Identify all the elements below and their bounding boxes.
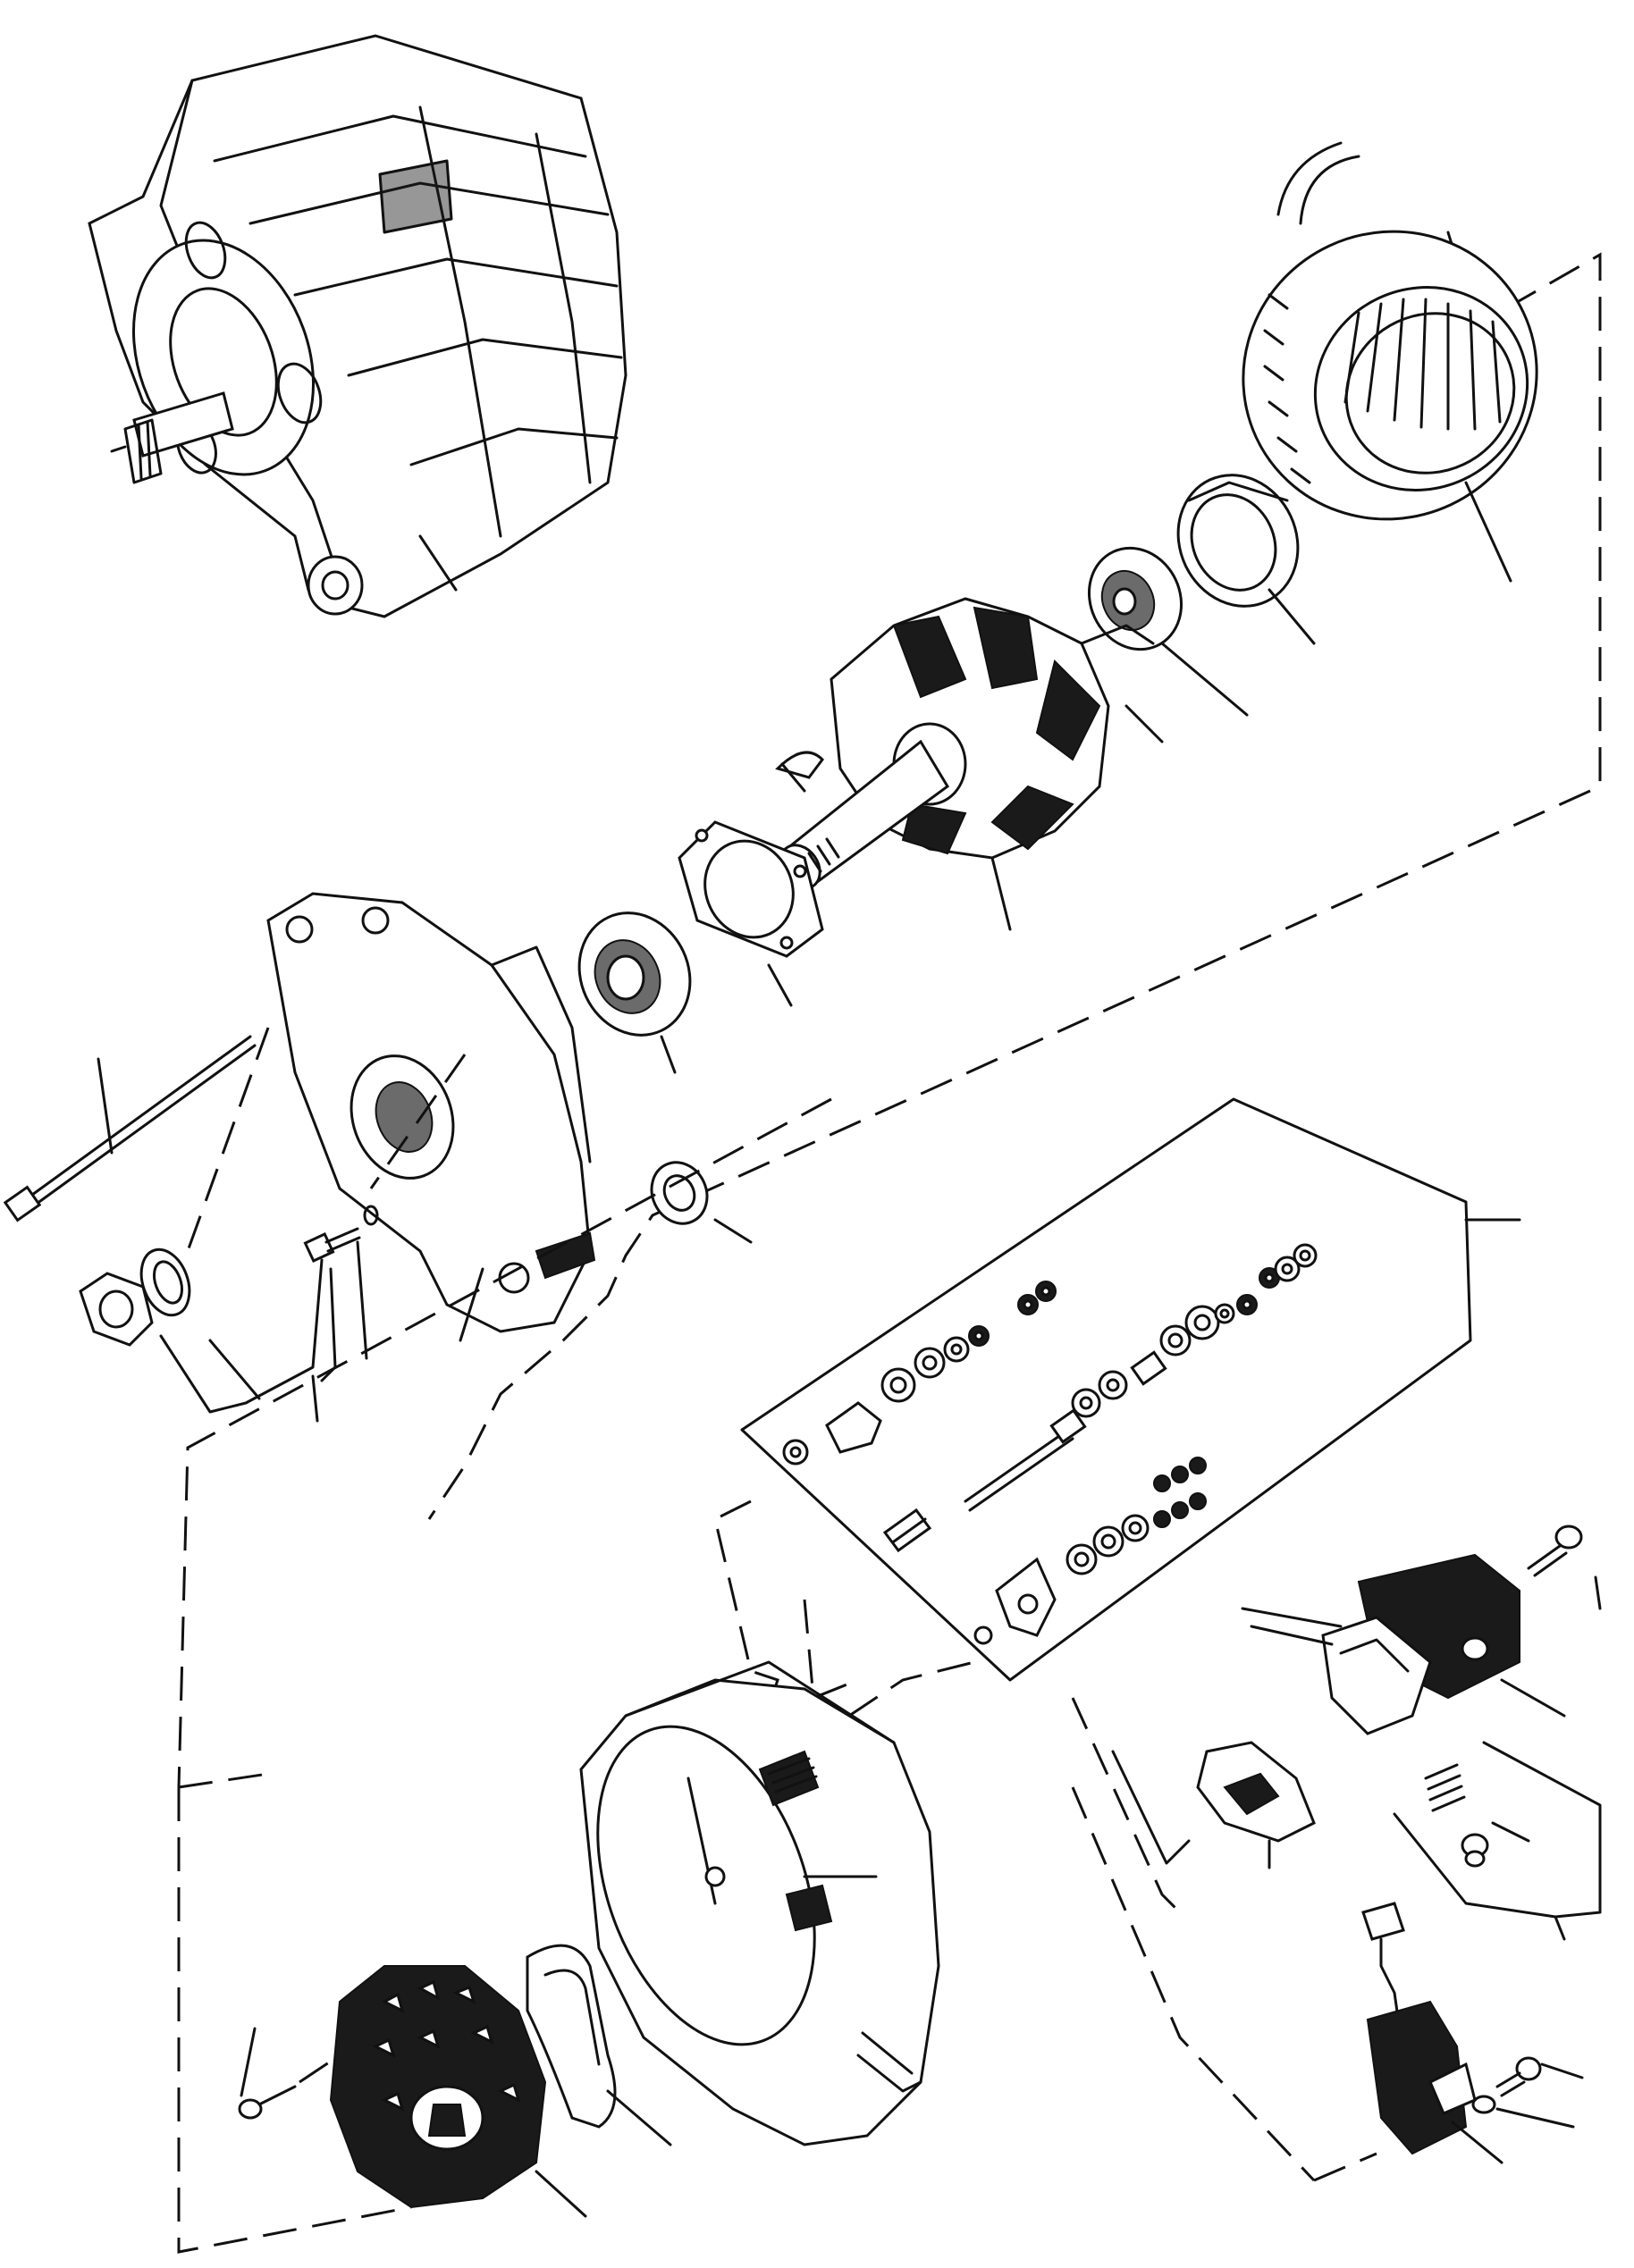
slip-ring-end-shield: [579, 1660, 940, 2146]
spacer-collar: [650, 1161, 753, 1244]
spring-washer: [139, 1247, 191, 1317]
drive-end-shield: [266, 892, 596, 1342]
slip-ring-bearing-sleeve: [1176, 474, 1316, 645]
stator-winding: [1242, 141, 1538, 583]
terminal-hardware-kit: [740, 1097, 1521, 1682]
fan-bolt: [303, 1227, 361, 1264]
drive-end-bearing: [577, 911, 692, 1074]
stator-group-outline: [427, 252, 1602, 1520]
rectifier-screw: [238, 2027, 341, 2120]
woodruff-key: [775, 751, 824, 793]
through-bolt: [3, 1035, 257, 1222]
suppression-capacitor: [1313, 1902, 1503, 2182]
rectifier-seal: [526, 1944, 672, 2146]
kit-washers: [782, 1243, 1318, 1645]
regulator-screw: [1527, 1525, 1602, 1610]
lower-group-outline: [177, 1697, 1316, 2254]
hardware-bracket: [159, 1240, 368, 1423]
voltage-regulator-brush-holder: [1241, 1553, 1566, 1735]
capacitor-washer: [1471, 2095, 1575, 2129]
brush-spring-kit: [1393, 1741, 1602, 1941]
bearing-retainer-plate: [678, 820, 824, 1007]
shim-ring: [363, 1205, 379, 1226]
rectifier-bridge: [329, 1965, 587, 2218]
alternator-housing-assembly: [88, 34, 627, 618]
protective-cap: [1111, 1741, 1316, 1869]
capacitor-screw: [1495, 2056, 1584, 2097]
slip-ring-end-bearing: [1087, 546, 1249, 717]
claw-pole-rotor: [779, 597, 1164, 931]
assembly-guide-lines: [177, 1027, 832, 1789]
shaft-nut: [79, 1272, 154, 1347]
